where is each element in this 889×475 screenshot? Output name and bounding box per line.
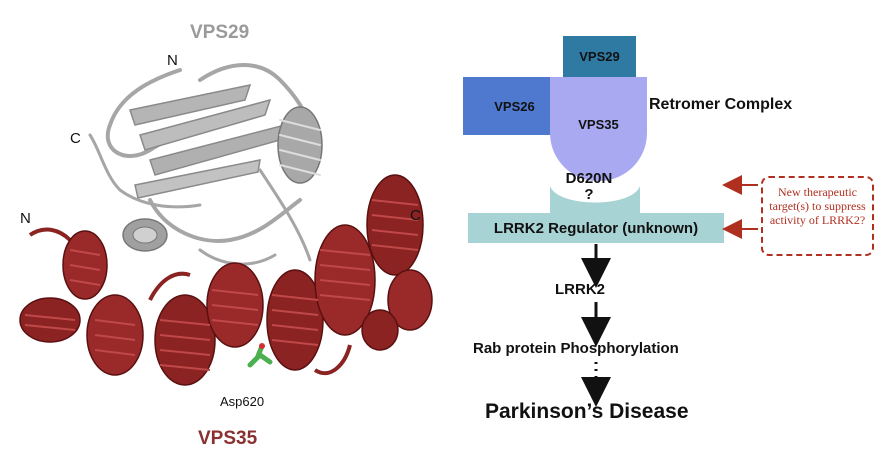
lrrk2-regulator-box: LRRK2 Regulator (unknown) — [468, 213, 724, 243]
vps29-ribbon — [88, 63, 323, 266]
vps26-label: VPS26 — [494, 98, 535, 114]
therapeutic-target-callout: New therapeutic target(s) to suppress ac… — [761, 176, 874, 256]
vps35-structure-title: VPS35 — [198, 428, 258, 449]
vps29-label: VPS29 — [579, 49, 620, 64]
vps29-c-terminus: C — [70, 130, 81, 147]
vps35-box: VPS35 — [550, 77, 647, 181]
d620n-label: D620N — [565, 170, 613, 187]
vps29-box: VPS29 — [563, 36, 636, 77]
regulator-binding-cup — [550, 186, 640, 214]
vps29-n-terminus: N — [167, 52, 178, 69]
retromer-complex-label: Retromer Complex — [649, 96, 793, 113]
lrrk2-regulator-label: LRRK2 Regulator (unknown) — [493, 219, 699, 237]
lrrk2-label: LRRK2 — [555, 281, 606, 298]
vps35-label: VPS35 — [578, 117, 619, 132]
vps26-box: VPS26 — [463, 77, 566, 135]
d620n-question: ? — [584, 186, 594, 203]
vps35-ribbon — [19, 174, 433, 386]
rab-phosphorylation-label: Rab protein Phosphorylation — [473, 340, 679, 357]
d620n-mutation: D620N ? — [563, 171, 615, 203]
parkinsons-disease-label: Parkinson’s Disease — [485, 400, 689, 423]
pathway-diagram-panel: VPS26 VPS35 VPS29 Retromer Complex D620N… — [460, 0, 889, 475]
vps35-n-terminus: N — [20, 210, 31, 227]
asp620-label: Asp620 — [220, 394, 265, 409]
pathway-arrows — [581, 175, 758, 407]
asp620-residue — [247, 343, 273, 368]
ribbon-structure-illustration — [19, 63, 433, 386]
vps29-structure-title: VPS29 — [190, 22, 250, 43]
protein-structure-panel: VPS29 N C N C Asp620 VPS35 — [19, 22, 433, 449]
vps35-c-terminus: C — [410, 207, 421, 224]
